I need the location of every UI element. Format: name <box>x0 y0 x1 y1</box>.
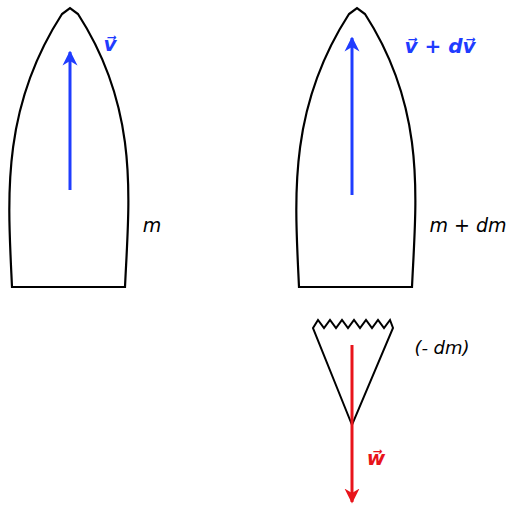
mass-label: m <box>143 216 162 235</box>
mass-label: m + dm <box>429 216 506 235</box>
rocket-body <box>296 8 415 287</box>
velocity-label: v⃗ + dv⃗ <box>404 36 475 56</box>
rocket-body <box>9 8 128 287</box>
velocity-arrow <box>69 52 72 190</box>
mass-label: (- dm) <box>414 339 469 357</box>
exhaust-velocity-label: w⃗ <box>367 448 385 468</box>
velocity-label: v⃗ <box>103 34 116 54</box>
exhaust-velocity-arrow <box>351 345 354 502</box>
velocity-arrow <box>351 38 354 195</box>
